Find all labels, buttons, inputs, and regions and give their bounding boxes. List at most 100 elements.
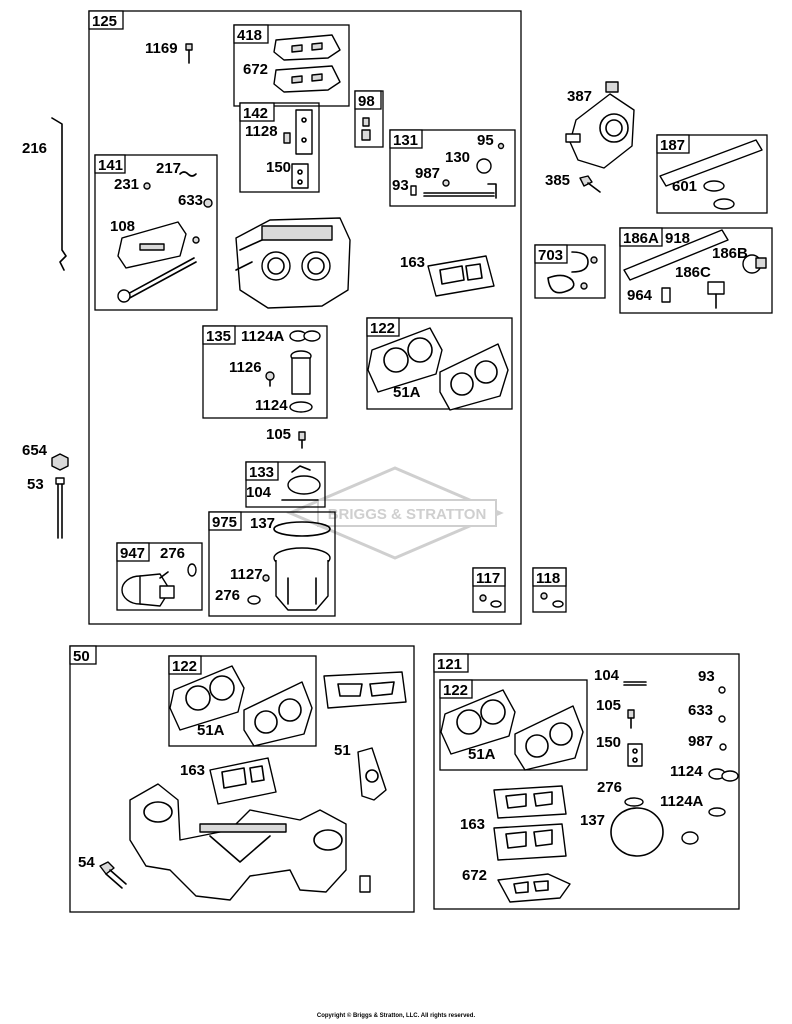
part-label-95: 95: [477, 132, 494, 149]
part-label-130: 130: [445, 149, 470, 166]
kit-tag-142: [239, 102, 275, 122]
fuel-rail-142-drawing: [283, 109, 313, 189]
kit-tag-187: [656, 134, 690, 154]
part-label-987-top: 987: [415, 165, 440, 182]
part-label-601: 601: [672, 178, 697, 195]
kit-tag-122-middle: [168, 655, 202, 675]
kit-number-50: 50: [73, 648, 90, 665]
part-label-672-lower: 672: [462, 867, 487, 884]
part-label-51a-lower: 51A: [468, 746, 496, 763]
kit-frame-141: [94, 154, 218, 311]
kit-tag-975: [208, 511, 242, 531]
part-label-105-top: 105: [266, 426, 291, 443]
part-label-1126: 1126: [229, 359, 262, 376]
part-label-104-top: 104: [246, 484, 272, 501]
kit-number-121: 121: [437, 656, 462, 673]
kit-frame-121: [433, 653, 740, 910]
part-label-53: 53: [27, 476, 44, 493]
kit-frame-142: [239, 102, 320, 193]
jet-98-drawing: [361, 117, 371, 141]
kit-frame-125: [88, 10, 522, 625]
o-ring-137-lower-drawing: [610, 807, 664, 857]
kit-number-703: 703: [538, 247, 563, 264]
kit-tag-703: [534, 244, 568, 264]
part-label-1124a-top: 1124A: [241, 328, 285, 345]
kit-number-122-lower: 122: [443, 682, 468, 699]
kit-frame-133: [245, 461, 326, 508]
part-label-51a-upper: 51A: [393, 384, 421, 401]
kit-number-975: 975: [212, 514, 237, 531]
fuel-bowl-135-drawing: [265, 330, 321, 413]
kit-tag-118: [532, 567, 567, 587]
part-label-654: 654: [22, 442, 48, 459]
governor-link-216-drawing: [51, 117, 67, 271]
kit-number-135: 135: [206, 328, 231, 345]
fuel-line-187-drawing: [659, 139, 763, 210]
kit-number-142: 142: [243, 105, 268, 122]
part-label-231: 231: [114, 176, 139, 193]
carburetor-body-drawing: [235, 217, 351, 309]
part-label-104-lower: 104: [594, 667, 620, 684]
needle-105-upper-drawing: [298, 431, 306, 449]
part-label-137-top: 137: [250, 515, 275, 532]
kit-number-187: 187: [660, 137, 685, 154]
part-label-216: 216: [22, 140, 47, 157]
gasket-121-upper-drawing: [493, 785, 567, 819]
kit-frame-131: [389, 129, 516, 207]
part-label-137-lower: 137: [580, 812, 605, 829]
plug-1124-lower-drawing: [708, 768, 739, 782]
part-label-93-lower: 93: [698, 668, 715, 685]
part-label-633-lower: 633: [688, 702, 713, 719]
part-label-93-top: 93: [392, 177, 409, 194]
kit-frame-122-upper: [366, 317, 513, 410]
kit-number-118: 118: [536, 570, 560, 587]
fuel-filter-186a-drawing: [623, 229, 767, 309]
gasket-163-middle-drawing: [209, 757, 277, 805]
part-label-1127: 1127: [230, 566, 263, 583]
kit-number-418: 418: [237, 27, 262, 44]
nut-654-drawing: [51, 453, 69, 471]
part-label-51: 51: [334, 742, 351, 759]
kit-frame-418: [233, 24, 350, 107]
gasket-418-drawing: [273, 34, 341, 61]
part-label-964: 964: [627, 287, 653, 304]
kit-number-141: 141: [98, 157, 123, 174]
kit-frame-50: [69, 645, 415, 913]
kit-tag-122-upper: [366, 317, 400, 337]
stud-53-drawing: [55, 477, 65, 539]
part-label-105-lower: 105: [596, 697, 621, 714]
plate-150-lower-drawing: [627, 743, 643, 767]
part-label-276-mid: 276: [215, 587, 240, 604]
kit-frame-947: [116, 542, 203, 611]
float-133-drawing: [281, 465, 321, 501]
kit-number-133: 133: [249, 464, 274, 481]
jet-117-drawing: [479, 594, 502, 608]
ring-633-lower-drawing: [718, 715, 726, 723]
kit-number-947: 947: [120, 545, 145, 562]
part-label-163-middle: 163: [180, 762, 205, 779]
part-label-1124-top: 1124: [255, 397, 288, 414]
gasket-672-lower-drawing: [497, 873, 571, 903]
kit-tag-947: [116, 542, 150, 562]
kit-tag-135: [202, 325, 236, 345]
kit-frame-187: [656, 134, 768, 214]
part-label-186c: 186C: [675, 264, 711, 281]
part-label-387: 387: [567, 88, 592, 105]
part-label-163-top: 163: [400, 254, 425, 271]
kit-tag-133: [245, 461, 279, 481]
kit-tag-125: [88, 10, 124, 30]
pin-104-lower-drawing: [623, 681, 647, 686]
part-label-1124-lower: 1124: [670, 763, 703, 780]
part-label-987-lower: 987: [688, 733, 713, 750]
part-label-1124a-lower: 1124A: [660, 793, 704, 810]
part-label-1128: 1128: [245, 123, 278, 140]
washer-1124a-lower-drawing: [708, 807, 726, 817]
watermark-text: BRIGGS & STRATTON: [328, 506, 487, 523]
gasket-163-lower-drawing: [493, 823, 567, 861]
kit-frame-135: [202, 325, 328, 419]
kit-frame-975: [208, 511, 336, 617]
part-label-163-lower: 163: [460, 816, 485, 833]
kit-frame-122-middle: [168, 655, 317, 747]
part-label-150-lower: 150: [596, 734, 621, 751]
